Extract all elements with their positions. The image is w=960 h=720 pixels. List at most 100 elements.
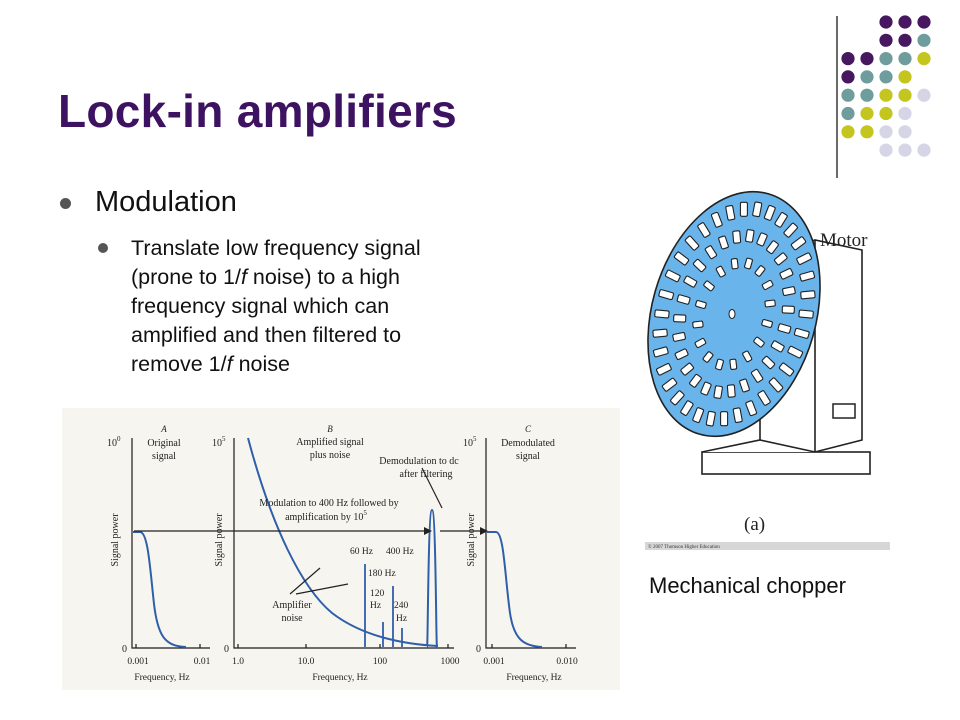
wheel-slot — [689, 373, 702, 388]
wheel-slot — [754, 265, 766, 277]
copyright-text: © 2007 Thomson Higher Education — [648, 544, 720, 550]
modulation-figure: A Original signal B Amplified signal plu… — [62, 408, 620, 690]
wheel-slot — [715, 358, 724, 371]
decorative-dot — [898, 106, 912, 121]
panel-a-signal-curve — [133, 531, 187, 648]
wheel-slot — [761, 355, 776, 370]
wheel-slot — [745, 400, 758, 417]
wheel-slot — [684, 235, 700, 251]
decorative-dot — [879, 70, 893, 84]
wheel-slot — [763, 204, 776, 221]
decorative-dot — [860, 106, 874, 121]
panel-b-yzero: 0 — [224, 644, 229, 655]
wheel-slot — [800, 290, 816, 300]
wheel-slot — [673, 314, 687, 323]
motor-panel — [832, 403, 856, 419]
panel-a-ytop: 100 — [107, 435, 121, 449]
peak-label-120-unit: Hz — [370, 601, 381, 611]
panel-b-noise-curve — [247, 437, 439, 647]
peak-label-240-unit: Hz — [396, 614, 407, 624]
sub-bullet-text: Translate low frequency signal (prone to… — [131, 234, 551, 379]
modulation-figure-svg: A Original signal B Amplified signal plu… — [107, 424, 578, 683]
wheel-slot — [750, 368, 764, 383]
wheel-slot — [670, 390, 685, 406]
wheel-slot — [676, 294, 691, 305]
panel-b-ylabel: Signal power — [214, 513, 225, 567]
sub-bullet-line: Translate low frequency signal — [131, 236, 421, 260]
panel-a-ylabel: Signal power — [110, 513, 121, 567]
wheel-slot — [661, 377, 678, 392]
wheel-slot — [692, 320, 704, 329]
decorative-dot — [898, 33, 912, 47]
panel-a-axes — [131, 438, 210, 649]
panel-c-title: Demodulated — [501, 438, 555, 449]
wheel-slot — [694, 337, 707, 349]
panel-b-axes — [233, 438, 454, 649]
wheel-slot — [658, 289, 675, 301]
decorative-dot — [841, 106, 855, 121]
wheel-slot — [732, 230, 742, 244]
decorative-dot — [917, 143, 931, 157]
panel-a-label: (a) — [744, 514, 765, 535]
decorative-dot — [917, 52, 931, 66]
wheel-slot — [744, 257, 753, 270]
decorative-dot — [841, 52, 855, 66]
wheel-slot — [730, 258, 739, 270]
demod-pointer — [421, 467, 443, 509]
wheel-slot — [713, 385, 723, 399]
wheel-slot — [697, 222, 711, 238]
decorative-dot — [860, 88, 874, 102]
decorative-dot — [841, 70, 855, 84]
decorative-dot — [879, 125, 893, 139]
wheel-slot — [703, 280, 715, 292]
wheel-slot — [654, 309, 670, 319]
panel-a-xlabel: Frequency, Hz — [134, 673, 189, 683]
wheel-slot — [752, 201, 763, 218]
wheel-slot — [761, 319, 773, 328]
wheel-slot — [787, 345, 804, 359]
decorative-dot — [917, 88, 931, 102]
wheel-slot — [732, 407, 743, 424]
wheel-slot — [766, 240, 779, 255]
wheel-slot — [704, 245, 718, 260]
panel-c-yzero: 0 — [476, 644, 481, 655]
wheel-slot — [799, 270, 816, 282]
decorative-dot — [898, 143, 912, 157]
panel-c-xtick: 0.010 — [556, 657, 578, 667]
panel-c-axes — [485, 438, 576, 649]
wheel-slot — [652, 328, 668, 338]
decorative-dot — [898, 88, 912, 102]
wheel-slot — [745, 229, 755, 243]
decorative-dot — [841, 88, 855, 102]
motor-label: Motor — [820, 230, 868, 251]
wheel-slot — [720, 411, 729, 427]
decorative-dot — [879, 33, 893, 47]
amplifier-noise-label: noise — [281, 613, 303, 624]
wheel-slot — [761, 279, 774, 291]
decorative-dot — [898, 52, 912, 66]
wheel-slot — [774, 252, 788, 266]
decorative-dot — [860, 52, 874, 66]
decorative-dot — [879, 143, 893, 157]
modulation-label: Modulation to 400 Hz followed by — [259, 498, 398, 509]
modulation-label: amplification by 105 — [285, 509, 367, 523]
panel-b-xtick: 10.0 — [298, 657, 315, 667]
wheel-slot — [778, 362, 795, 377]
panel-a-xtick: 0.001 — [127, 657, 149, 667]
decorative-dot — [917, 15, 931, 29]
amplifier-noise-label: Amplifier — [272, 600, 312, 611]
wheel-slot — [764, 299, 776, 308]
decorative-dot — [860, 70, 874, 84]
wheel-slot — [756, 232, 768, 247]
wheel-slot — [770, 340, 785, 353]
wheel-slot — [793, 327, 810, 339]
wheel-slot — [790, 236, 807, 251]
wheel-slot — [781, 305, 795, 314]
wheel-slot — [680, 362, 694, 376]
panel-b-xtick: 1.0 — [232, 657, 244, 667]
decorative-dot — [898, 15, 912, 29]
demod-label: Demodulation to dc — [379, 456, 459, 467]
decorative-dot — [898, 125, 912, 139]
panel-c-title: signal — [516, 451, 540, 462]
wheel-slot — [680, 400, 694, 416]
